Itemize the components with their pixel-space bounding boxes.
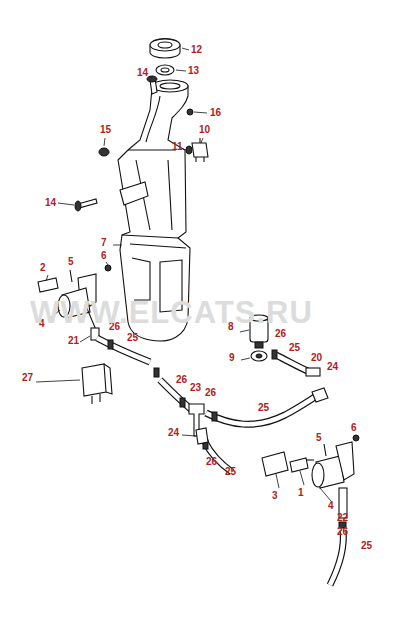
callout-number: 25 (127, 332, 138, 343)
callout-number: 14 (137, 67, 148, 78)
callout-number: 11 (172, 141, 183, 152)
callout-number: 12 (191, 44, 202, 55)
callout-number: 26 (206, 456, 217, 467)
callout-number: 26 (176, 374, 187, 385)
callout-number: 10 (199, 124, 210, 135)
screw (75, 199, 97, 211)
callout-number: 5 (316, 432, 322, 443)
relay (82, 364, 112, 404)
t-piece (189, 388, 328, 444)
callout-number: 14 (45, 197, 56, 208)
hose (97, 338, 343, 585)
watermark: WWW.ELCATS.RU (30, 296, 313, 330)
grommet (251, 351, 267, 361)
clip (187, 109, 193, 115)
grommet (99, 148, 109, 156)
callout-number: 25 (225, 466, 236, 477)
connector-plug (38, 278, 58, 292)
callout-number: 21 (68, 335, 79, 346)
screw (147, 76, 157, 94)
nozzle (290, 458, 314, 472)
callout-number: 1 (298, 487, 304, 498)
callout-number: 6 (101, 250, 107, 261)
callout-number: 25 (258, 402, 269, 413)
callout-number: 25 (289, 342, 300, 353)
callout-number: 13 (188, 65, 199, 76)
callout-number: 6 (351, 422, 357, 433)
seal-ring (156, 65, 174, 75)
callout-number: 7 (101, 237, 107, 248)
leader-line (36, 48, 331, 501)
callout-number: 26 (205, 387, 216, 398)
filler-cap (150, 39, 180, 59)
callout-number: 23 (190, 382, 201, 393)
callout-number: 5 (68, 256, 74, 267)
callout-number: 20 (311, 352, 322, 363)
callout-number: 25 (361, 540, 372, 551)
callout-number: 2 (40, 262, 46, 273)
callout-number: 26 (337, 526, 348, 537)
check-valve (306, 368, 320, 376)
callout-number: 22 (337, 512, 348, 523)
washer-pump (312, 435, 359, 518)
callout-number: 24 (327, 361, 338, 372)
callout-number: 24 (168, 427, 179, 438)
callout-number: 9 (229, 352, 235, 363)
hose-clip (108, 340, 346, 528)
callout-number: 15 (100, 124, 111, 135)
level-sensor (186, 138, 208, 162)
callout-number: 27 (22, 372, 33, 383)
callout-number: 4 (328, 500, 334, 511)
callout-number: 3 (272, 490, 278, 501)
connector-plug (262, 452, 288, 476)
callout-number: 16 (210, 107, 221, 118)
